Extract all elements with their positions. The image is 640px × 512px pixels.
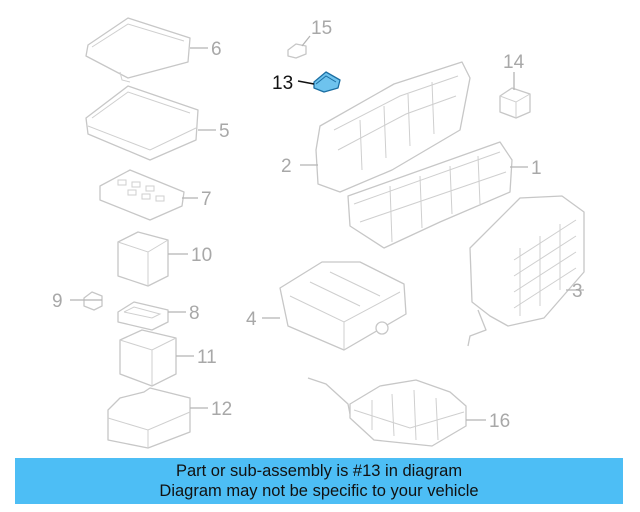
callout-3: 3 <box>572 281 583 302</box>
callout-7: 7 <box>201 189 212 210</box>
callout-11: 11 <box>197 347 217 368</box>
part-16-bracket <box>307 377 467 447</box>
part-8-relay-base <box>117 301 169 331</box>
callout-4: 4 <box>246 309 257 330</box>
part-2-fuse-frame <box>315 61 471 193</box>
part-3-grid-cover <box>467 195 585 347</box>
part-7-relay-block <box>99 169 185 221</box>
callout-16: 16 <box>489 411 510 432</box>
callout-9: 9 <box>52 291 63 312</box>
callout-1: 1 <box>531 158 542 179</box>
callout-12: 12 <box>211 399 232 420</box>
part-10-relay <box>117 231 169 287</box>
part-5-lid <box>85 85 199 161</box>
part-14-mini-relay <box>499 87 531 119</box>
callout-labels: 6 5 7 10 9 8 11 12 15 14 2 1 3 4 16 13 <box>52 18 583 432</box>
part-6-cover <box>85 17 191 83</box>
callout-15: 15 <box>311 18 332 39</box>
leader-lines <box>70 35 584 421</box>
part-11-relay <box>119 329 177 387</box>
part-12-relay <box>107 387 191 449</box>
banner-line-part: Part or sub-assembly is #13 in diagram <box>175 462 463 480</box>
part-13-fuse-puller <box>313 71 341 93</box>
callout-8: 8 <box>189 303 200 324</box>
callout-2: 2 <box>281 156 292 177</box>
callout-6: 6 <box>211 39 222 60</box>
banner-line-disclaimer: Diagram may not be specific to your vehi… <box>159 482 479 500</box>
info-banner: Part or sub-assembly is #13 in diagram D… <box>15 458 623 504</box>
part-15-clip <box>287 43 307 59</box>
callout-14: 14 <box>503 52 525 73</box>
part-1-fuse-block <box>347 141 513 249</box>
callout-5: 5 <box>219 121 230 142</box>
callout-13: 13 <box>272 73 293 94</box>
part-9-cap <box>83 291 103 311</box>
part-4-junction-module <box>279 261 407 351</box>
callout-10: 10 <box>191 245 212 266</box>
